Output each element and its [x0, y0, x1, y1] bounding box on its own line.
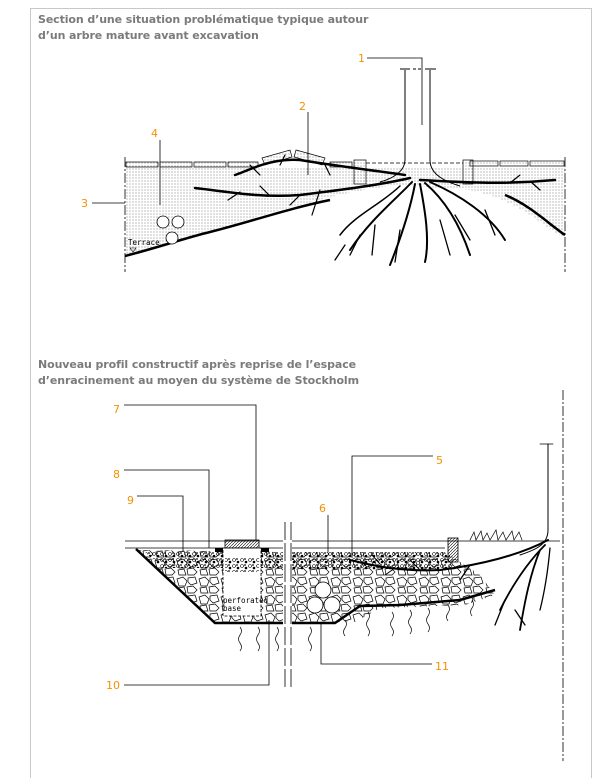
label-3: 3	[81, 197, 88, 210]
pipe-icon	[171, 215, 185, 229]
drain-label-line1: perforated	[223, 596, 268, 605]
label-8: 8	[113, 468, 120, 481]
diagrams: Terrace 1	[81, 52, 566, 761]
label-4: 4	[151, 127, 158, 140]
label-9: 9	[127, 494, 134, 507]
label-11: 11	[435, 660, 449, 673]
label-6: 6	[319, 502, 326, 515]
label-10: 10	[106, 679, 120, 692]
leader-lines	[92, 57, 423, 205]
label-5: 5	[436, 454, 443, 467]
drain-well: perforated base	[215, 539, 269, 617]
paving	[125, 149, 565, 185]
section1-title-line2: d’un arbre mature avant excavation	[38, 29, 259, 42]
label-7: 7	[113, 403, 120, 416]
section2-title-line2: d’enracinement au moyen du système de St…	[38, 374, 359, 387]
soil-layer	[125, 168, 565, 255]
curb	[447, 537, 459, 563]
section1-title: Section d’une situation problématique ty…	[38, 12, 368, 44]
pipe-icon	[165, 231, 179, 245]
section1-title-line1: Section d’une situation problématique ty…	[38, 13, 369, 26]
label-2: 2	[299, 100, 306, 113]
label-1: 1	[358, 52, 365, 65]
tree-roots	[193, 154, 557, 266]
section2-diagram: perforated base	[106, 390, 564, 761]
drain-grate	[224, 539, 260, 549]
tree-and-roots	[349, 443, 554, 631]
leader-lines	[124, 404, 433, 686]
terrace-label: Terrace	[128, 238, 160, 247]
section1-diagram: Terrace 1	[81, 52, 566, 272]
tree-trunk	[379, 68, 461, 187]
soil-bottom-edge	[124, 198, 331, 258]
pipe-icon	[156, 215, 170, 229]
gravel-layer	[145, 552, 283, 568]
drain-label-line2: base	[223, 604, 242, 613]
section2-title: Nouveau profil constructif après reprise…	[38, 357, 359, 389]
section2-title-line1: Nouveau profil constructif après reprise…	[38, 358, 357, 371]
infiltration-marks	[238, 599, 474, 652]
figure-frame	[30, 8, 592, 778]
